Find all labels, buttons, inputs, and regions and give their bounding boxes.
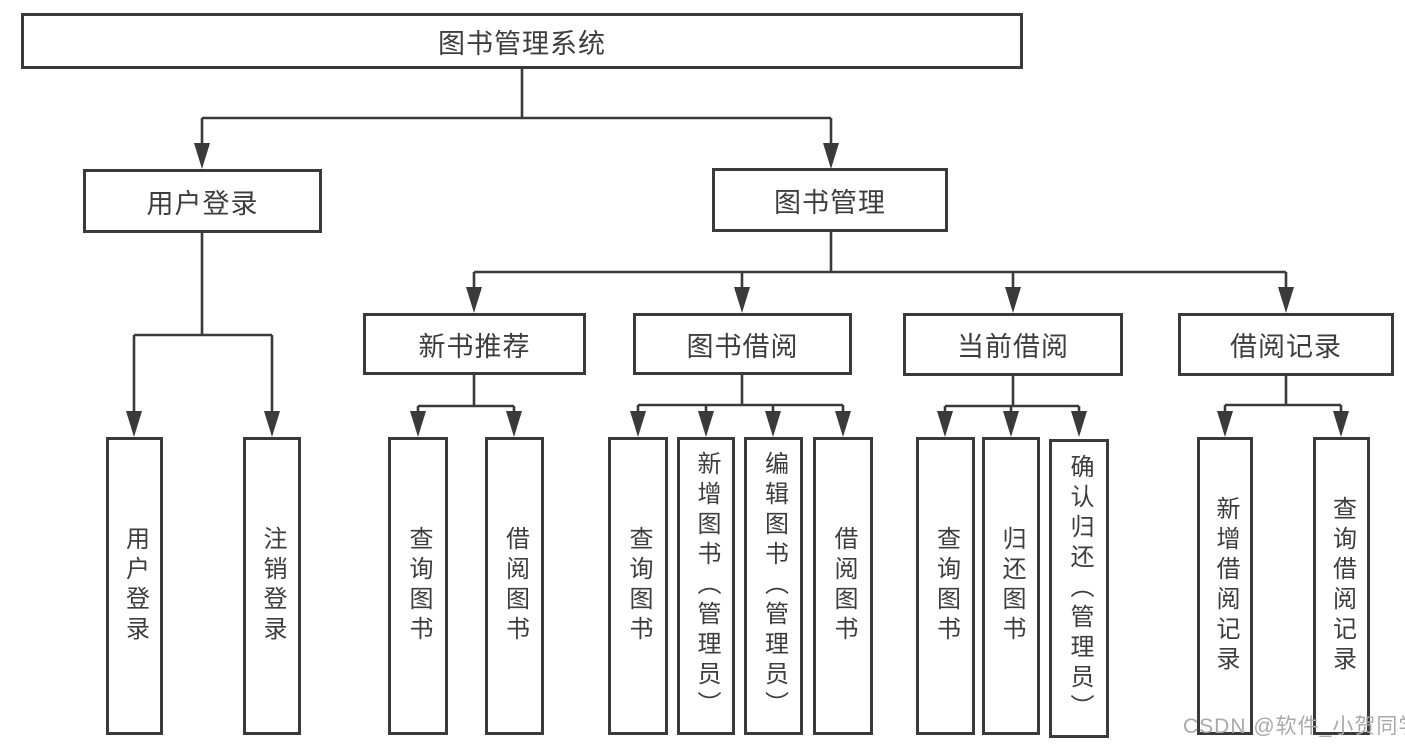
- node-borrowing-records: 借阅记录: [1178, 313, 1394, 376]
- node-new-book-recommendation: 新书推荐: [363, 313, 586, 375]
- node-user-login: 用户登录: [83, 169, 322, 233]
- arrowhead-icon: [1333, 411, 1349, 437]
- arrowhead-icon: [264, 411, 280, 437]
- leaf-borrow-books: 借阅图书: [813, 437, 873, 735]
- arrowhead-icon: [823, 143, 839, 169]
- arrowhead-icon: [835, 411, 851, 437]
- arrowhead-icon: [1071, 411, 1087, 437]
- node-current-borrowing: 当前借阅: [903, 313, 1123, 376]
- arrowhead-icon: [466, 287, 482, 313]
- arrowhead-icon: [734, 287, 750, 313]
- node-book-management: 图书管理: [712, 168, 948, 232]
- leaf-query-borrow-record: 查询借阅记录: [1313, 437, 1370, 735]
- arrowhead-icon: [126, 411, 142, 437]
- leaf-add-book-admin: 新增图书（管理员）: [677, 437, 735, 735]
- arrowhead-icon: [410, 411, 426, 437]
- leaf-return-book: 归还图书: [982, 437, 1040, 735]
- leaf-logout: 注销登录: [243, 437, 301, 735]
- arrowhead-icon: [1278, 287, 1294, 313]
- arrowhead-icon: [194, 143, 210, 169]
- node-book-borrowing: 图书借阅: [633, 313, 852, 375]
- leaf-query-books-current: 查询图书: [916, 437, 975, 735]
- arrowhead-icon: [937, 411, 953, 437]
- leaf-query-books-borrow: 查询图书: [608, 437, 668, 735]
- arrowhead-icon: [765, 411, 781, 437]
- leaf-edit-book-admin: 编辑图书（管理员）: [744, 437, 803, 735]
- leaf-add-borrow-record: 新增借阅记录: [1197, 437, 1253, 735]
- leaf-user-login: 用户登录: [106, 437, 163, 735]
- leaf-confirm-return-admin: 确认归还（管理员）: [1049, 439, 1109, 738]
- arrowhead-icon: [506, 411, 522, 437]
- node-library-management-system: 图书管理系统: [21, 13, 1023, 69]
- arrowhead-icon: [1005, 287, 1021, 313]
- arrowhead-icon: [630, 411, 646, 437]
- leaf-borrow-books-recommend: 借阅图书: [485, 437, 544, 735]
- leaf-query-books-recommend: 查询图书: [388, 437, 448, 735]
- arrowhead-icon: [1217, 411, 1233, 437]
- arrowhead-icon: [698, 411, 714, 437]
- arrowhead-icon: [1003, 411, 1019, 437]
